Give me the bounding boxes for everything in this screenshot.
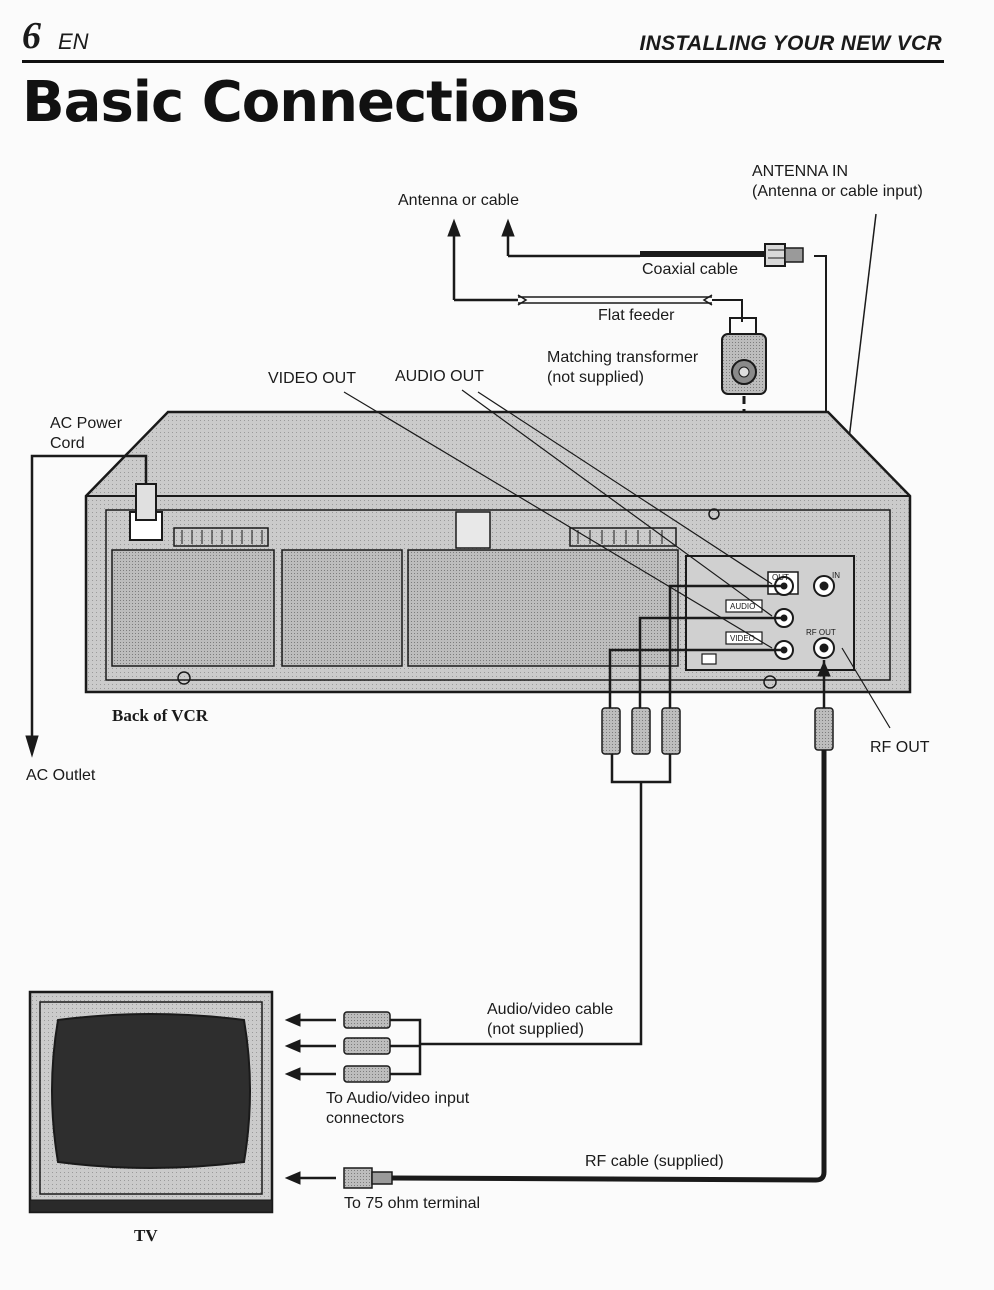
page-number: 6	[22, 15, 41, 57]
back-of-vcr-label: Back of VCR	[112, 706, 209, 725]
av-cable-label: Audio/video cable	[487, 1001, 614, 1018]
out-pointers	[343, 389, 891, 729]
to-av-connectors-label: connectors	[326, 1110, 405, 1127]
header-rule	[22, 60, 944, 63]
section-title: INSTALLING YOUR NEW VCR	[639, 32, 942, 55]
ac-power-cord	[25, 454, 148, 758]
to-av-input-label: To Audio/video input	[326, 1090, 470, 1107]
tv-label: TV	[134, 1226, 158, 1245]
rf-out-label: RF OUT	[870, 739, 930, 756]
video-out-label: VIDEO OUT	[268, 370, 357, 387]
flat-feeder-label: Flat feeder	[598, 307, 675, 324]
rf-cable	[343, 660, 834, 1189]
av-plugs-tv	[343, 1011, 422, 1083]
antenna-in-label: ANTENNA IN	[752, 163, 849, 180]
vcr-back-panel	[84, 410, 912, 694]
page-language: EN	[58, 29, 89, 54]
page-title: Basic Connections	[22, 70, 580, 135]
ac-outlet-label: AC Outlet	[26, 767, 96, 784]
av-cable-vcr-side	[420, 584, 784, 1046]
coaxial-cable-label: Coaxial cable	[642, 261, 739, 278]
panel-audio-label: AUDIO	[730, 602, 755, 611]
ac-power-label: AC Power	[50, 415, 123, 432]
matching-transformer-label: Matching transformer	[547, 349, 699, 366]
antenna-or-cable-label: Antenna or cable	[398, 192, 519, 209]
tv-input-arrows	[284, 1013, 336, 1185]
panel-rfout-label: RF OUT	[806, 628, 836, 637]
panel-in-label: IN	[832, 571, 840, 580]
panel-out-label: OUT	[772, 573, 789, 582]
av-cable-note: (not supplied)	[487, 1021, 584, 1038]
panel-video-label: VIDEO	[730, 634, 755, 643]
audio-out-label: AUDIO OUT	[395, 368, 484, 385]
rf-cable-label: RF cable (supplied)	[585, 1153, 724, 1170]
antenna-arrows	[447, 218, 515, 300]
ac-power-cord-label: Cord	[50, 435, 85, 452]
matching-transformer-note: (not supplied)	[547, 369, 644, 386]
antenna-in-sublabel: (Antenna or cable input)	[752, 183, 923, 200]
av-plugs-vcr	[601, 707, 681, 755]
tv-illustration	[28, 990, 274, 1214]
flat-feeder	[454, 294, 743, 322]
to-75-ohm-label: To 75 ohm terminal	[344, 1195, 481, 1212]
